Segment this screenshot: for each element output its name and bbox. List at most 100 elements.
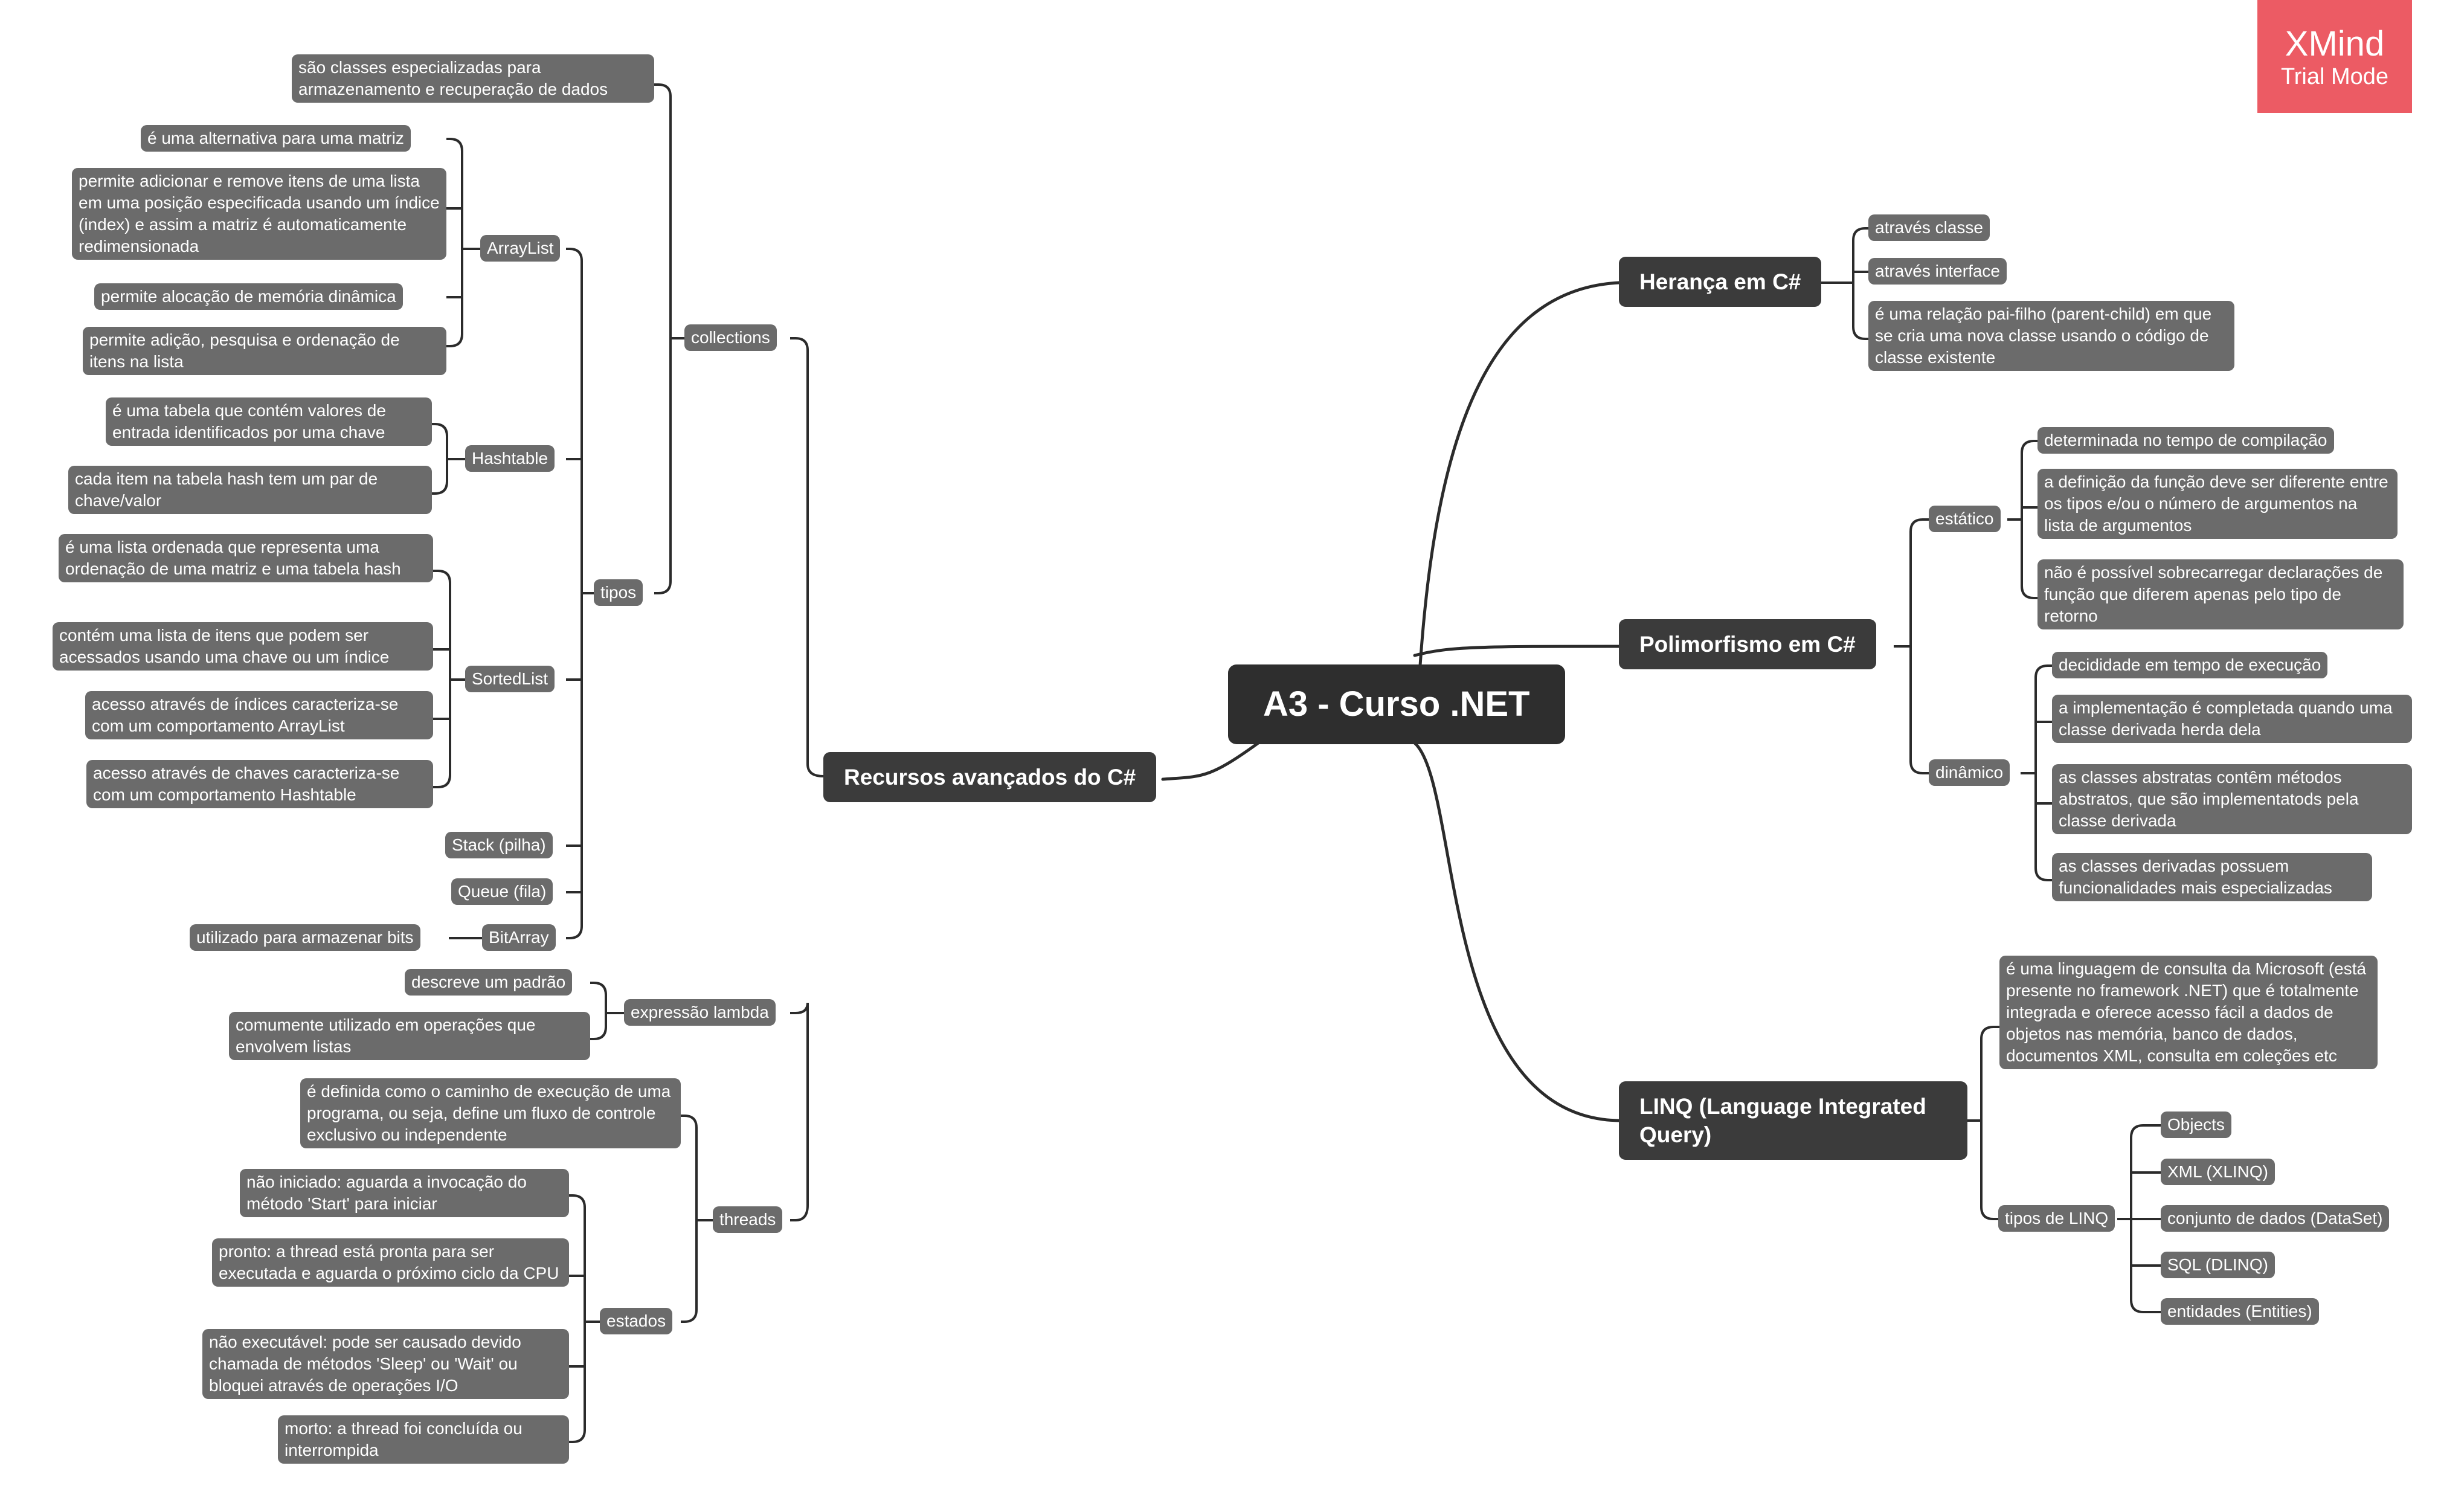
subtopic-tipos-de-linq[interactable]: tipos de LINQ <box>1998 1205 2115 1232</box>
sortedlist-item[interactable]: acesso através de chaves caracteriza-se … <box>86 760 433 808</box>
subtopic-stack[interactable]: Stack (pilha) <box>445 832 553 858</box>
node-text: através classe <box>1875 218 1983 237</box>
node-text: entidades (Entities) <box>2167 1302 2312 1321</box>
dinamico-item[interactable]: decididade em tempo de execução <box>2052 652 2328 678</box>
subtopic-sortedlist[interactable]: SortedList <box>465 666 555 692</box>
node-text: descreve um padrão <box>411 973 566 991</box>
linq-description[interactable]: é uma linguagem de consulta da Microsoft… <box>1999 956 2378 1069</box>
bitarray-item[interactable]: utilizado para armazenar bits <box>190 924 420 951</box>
node-text: as classes derivadas possuem funcionalid… <box>2059 857 2332 897</box>
hashtable-item[interactable]: cada item na tabela hash tem um par de c… <box>68 466 432 514</box>
hashtable-item[interactable]: é uma tabela que contém valores de entra… <box>106 397 432 446</box>
badge-brand: XMind <box>2285 24 2385 63</box>
node-text: não executável: pode ser causado devido … <box>209 1333 521 1395</box>
node-text: são classes especializadas para armazena… <box>298 58 608 98</box>
subtopic-label: SortedList <box>472 669 548 688</box>
node-text: é uma alternativa para uma matriz <box>147 129 404 147</box>
node-text: contém uma lista de itens que podem ser … <box>59 626 390 666</box>
subtopic-collections[interactable]: collections <box>684 324 777 351</box>
sortedlist-item[interactable]: é uma lista ordenada que representa uma … <box>59 534 433 582</box>
node-text: morto: a thread foi concluída ou interro… <box>285 1419 523 1459</box>
estado-item[interactable]: pronto: a thread está pronta para ser ex… <box>212 1238 569 1287</box>
node-text: é uma linguagem de consulta da Microsoft… <box>2006 959 2367 1065</box>
node-text: é definida como o caminho de execução de… <box>307 1082 671 1144</box>
collections-description[interactable]: são classes especializadas para armazena… <box>292 54 654 103</box>
dinamico-item[interactable]: a implementação é completada quando uma … <box>2052 695 2412 743</box>
sortedlist-item[interactable]: contém uma lista de itens que podem ser … <box>53 622 433 671</box>
topic-label: Herança em C# <box>1639 269 1801 294</box>
node-text: XML (XLINQ) <box>2167 1162 2268 1181</box>
subtopic-estados[interactable]: estados <box>600 1308 673 1334</box>
node-text: utilizado para armazenar bits <box>196 928 414 947</box>
node-text: é uma relação pai-filho (parent-child) e… <box>1875 304 2212 367</box>
subtopic-threads[interactable]: threads <box>713 1206 783 1233</box>
node-text: comumente utilizado em operações que env… <box>236 1015 536 1056</box>
heranca-item[interactable]: através classe <box>1868 214 1990 241</box>
estado-item[interactable]: não executável: pode ser causado devido … <box>202 1329 569 1399</box>
sortedlist-item[interactable]: acesso através de índices caracteriza-se… <box>85 691 433 739</box>
node-text: permite adicionar e remove itens de uma … <box>79 172 440 256</box>
subtopic-arraylist[interactable]: ArrayList <box>480 235 561 262</box>
node-text: a implementação é completada quando uma … <box>2059 698 2393 739</box>
topic-linq[interactable]: LINQ (Language Integrated Query) <box>1619 1081 1967 1160</box>
arraylist-item[interactable]: é uma alternativa para uma matriz <box>141 125 411 152</box>
estatico-item[interactable]: não é possível sobrecarregar declarações… <box>2037 559 2404 629</box>
central-topic[interactable]: A3 - Curso .NET <box>1228 664 1565 744</box>
central-topic-label: A3 - Curso .NET <box>1263 684 1530 724</box>
node-text: SQL (DLINQ) <box>2167 1255 2268 1274</box>
lambda-item[interactable]: descreve um padrão <box>405 969 573 996</box>
subtopic-label: expressão lambda <box>631 1003 769 1021</box>
node-text: é uma tabela que contém valores de entra… <box>112 401 386 442</box>
topic-recursos-avancados[interactable]: Recursos avançados do C# <box>823 752 1157 802</box>
threads-description[interactable]: é definida como o caminho de execução de… <box>300 1078 681 1148</box>
linq-type-item[interactable]: SQL (DLINQ) <box>2161 1252 2275 1278</box>
topic-label: Recursos avançados do C# <box>844 765 1136 790</box>
node-text: cada item na tabela hash tem um par de c… <box>75 469 378 510</box>
subtopic-label: estados <box>606 1311 666 1330</box>
subtopic-label: ArrayList <box>487 239 554 257</box>
subtopic-dinamico[interactable]: dinâmico <box>1929 759 2010 786</box>
subtopic-bitarray[interactable]: BitArray <box>482 924 556 951</box>
badge-mode: Trial Mode <box>2280 64 2389 89</box>
linq-type-item[interactable]: entidades (Entities) <box>2161 1298 2319 1325</box>
subtopic-label: Stack (pilha) <box>452 835 546 854</box>
subtopic-label: collections <box>691 328 770 347</box>
node-text: permite alocação de memória dinâmica <box>101 287 396 306</box>
node-text: não é possível sobrecarregar declarações… <box>2044 563 2383 625</box>
node-text: através interface <box>1875 262 2000 280</box>
subtopic-label: tipos de LINQ <box>2005 1209 2109 1227</box>
heranca-item[interactable]: através interface <box>1868 258 2007 285</box>
arraylist-item[interactable]: permite adicionar e remove itens de uma … <box>72 168 446 260</box>
node-text: decididade em tempo de execução <box>2059 655 2321 674</box>
subtopic-estatico[interactable]: estático <box>1929 506 2001 532</box>
linq-type-item[interactable]: XML (XLINQ) <box>2161 1159 2275 1185</box>
arraylist-item[interactable]: permite adição, pesquisa e ordenação de … <box>83 327 446 375</box>
linq-type-item[interactable]: Objects <box>2161 1111 2231 1138</box>
node-text: as classes abstratas contêm métodos abst… <box>2059 768 2359 830</box>
heranca-item[interactable]: é uma relação pai-filho (parent-child) e… <box>1868 301 2234 371</box>
node-text: não iniciado: aguarda a invocação do mét… <box>246 1173 527 1213</box>
subtopic-tipos[interactable]: tipos <box>594 579 643 606</box>
subtopic-queue[interactable]: Queue (fila) <box>451 878 553 905</box>
estado-item[interactable]: não iniciado: aguarda a invocação do mét… <box>240 1169 569 1217</box>
subtopic-label: estático <box>1935 509 1994 528</box>
node-text: determinada no tempo de compilação <box>2044 431 2327 449</box>
topic-polimorfismo[interactable]: Polimorfismo em C# <box>1619 619 1876 669</box>
node-text: acesso através de índices caracteriza-se… <box>92 695 399 735</box>
topic-label: Polimorfismo em C# <box>1639 632 1856 657</box>
estatico-item[interactable]: a definição da função deve ser diferente… <box>2037 469 2398 539</box>
dinamico-item[interactable]: as classes abstratas contêm métodos abst… <box>2052 764 2412 834</box>
arraylist-item[interactable]: permite alocação de memória dinâmica <box>94 283 403 310</box>
xmind-trial-badge: XMind Trial Mode <box>2257 0 2412 113</box>
subtopic-expressao-lambda[interactable]: expressão lambda <box>624 999 776 1026</box>
estado-item[interactable]: morto: a thread foi concluída ou interro… <box>278 1415 569 1464</box>
subtopic-hashtable[interactable]: Hashtable <box>465 445 555 472</box>
dinamico-item[interactable]: as classes derivadas possuem funcionalid… <box>2052 853 2372 901</box>
lambda-item[interactable]: comumente utilizado em operações que env… <box>229 1012 590 1060</box>
subtopic-label: Queue (fila) <box>458 882 547 901</box>
node-text: permite adição, pesquisa e ordenação de … <box>89 330 400 371</box>
topic-heranca[interactable]: Herança em C# <box>1619 257 1822 307</box>
estatico-item[interactable]: determinada no tempo de compilação <box>2037 427 2334 454</box>
linq-type-item[interactable]: conjunto de dados (DataSet) <box>2161 1205 2390 1232</box>
